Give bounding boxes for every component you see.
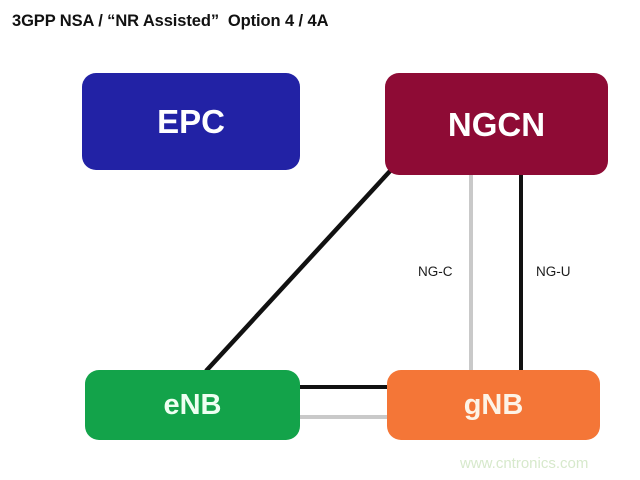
edge-label-ng-c: NG-C: [418, 264, 453, 279]
watermark: www.cntronics.com: [460, 455, 589, 472]
edge-ngcn-enb: [204, 168, 393, 373]
node-ngcn-label: NGCN: [447, 105, 546, 143]
node-enb-label: eNB: [163, 388, 222, 421]
page-title: 3GPP NSA / “NR Assisted” Option 4 / 4A: [12, 12, 329, 30]
node-gnb[interactable]: gNB: [387, 370, 600, 440]
node-gnb-label: gNB: [463, 388, 524, 421]
node-epc-label: EPC: [157, 103, 225, 140]
node-epc[interactable]: EPC: [82, 73, 300, 170]
node-enb[interactable]: eNB: [85, 370, 300, 440]
edge-label-ng-u: NG-U: [536, 264, 571, 279]
node-ngcn[interactable]: NGCN: [385, 73, 608, 175]
